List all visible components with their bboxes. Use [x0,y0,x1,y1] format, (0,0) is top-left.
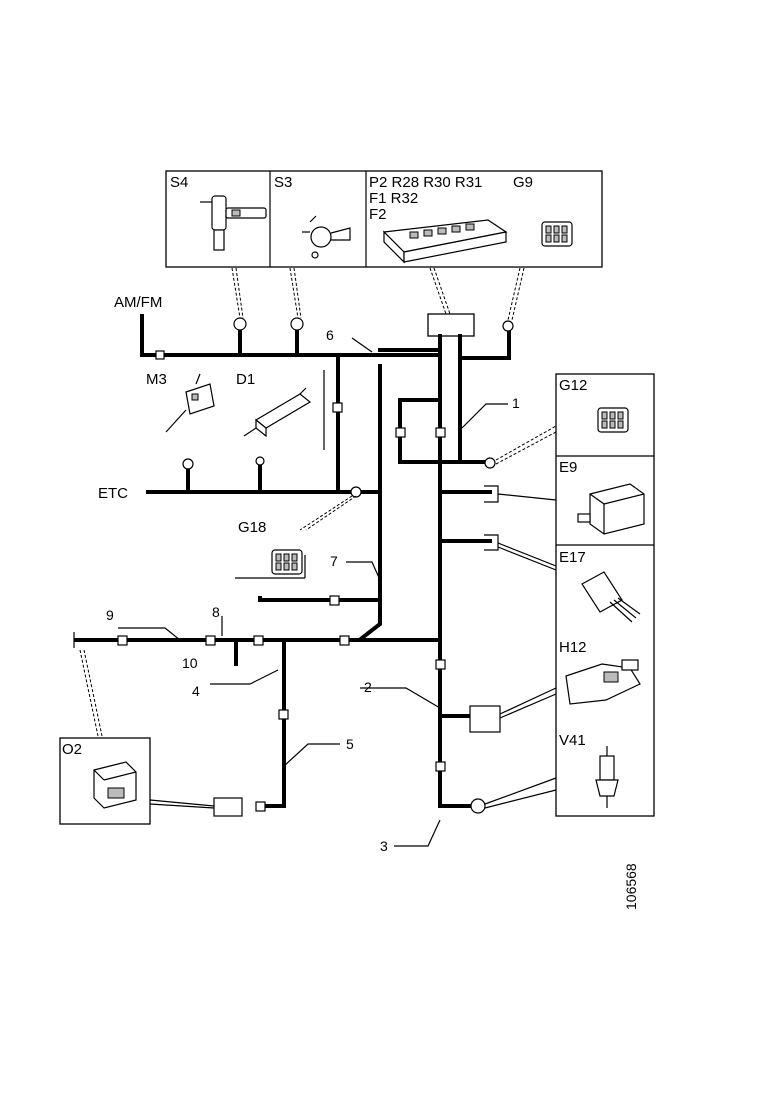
top-component-panel: S4 S3 P2 R28 R30 R31 G9 F1 R32 F2 [165,170,603,268]
label-e9: E9 [559,459,577,476]
branch-label-8: 8 [212,604,220,620]
label-g18: G18 [238,519,266,536]
branch-label-10: 10 [182,655,198,671]
v41-valve-part [595,746,619,808]
label-f1-r32: F1 R32 [369,190,418,207]
g9-connector-part [541,221,573,247]
label-p2-group: P2 R28 R30 R31 [369,174,482,191]
o2-sensor-part [93,761,137,809]
label-g12: G12 [559,377,587,394]
relay-fuse-box-part [382,219,508,264]
label-f2: F2 [369,206,387,223]
branch-label-2: 2 [364,679,372,695]
branch-label-5: 5 [346,736,354,752]
o2-component-panel: O2 [59,737,151,825]
label-o2: O2 [62,741,82,758]
h12-horn-part [565,659,641,705]
label-d1: D1 [236,371,255,388]
label-v41: V41 [559,732,586,749]
top-leader-lines [231,267,525,321]
branch-label-4: 4 [192,683,200,699]
label-etc: ETC [98,485,128,502]
g12-connector-part [597,407,629,433]
wire-connectors [117,317,514,817]
label-am-fm: AM/FM [114,294,162,311]
callout-leaders [79,337,557,847]
branch-label-3: 3 [380,838,388,854]
label-e17: E17 [559,549,586,566]
right-component-panel: G12 E9 E17 H12 V41 [555,373,655,817]
branch-label-1: 1 [512,395,520,411]
branch-label-7: 7 [330,553,338,569]
figure-number: 106568 [623,863,639,910]
label-s4: S4 [170,174,188,191]
s3-switch-part [302,215,351,259]
label-h12: H12 [559,639,587,656]
label-s3: S3 [274,174,292,191]
d1-module-part [243,387,312,438]
e17-module-part [581,571,641,623]
m3-motor-part [165,373,215,433]
label-m3: M3 [146,371,167,388]
e9-module-part [577,483,645,535]
label-g9: G9 [513,174,533,191]
branch-label-6: 6 [326,327,334,343]
g18-connector-part [271,549,303,575]
branch-label-9: 9 [106,607,114,623]
s4-switch-part [200,195,267,251]
